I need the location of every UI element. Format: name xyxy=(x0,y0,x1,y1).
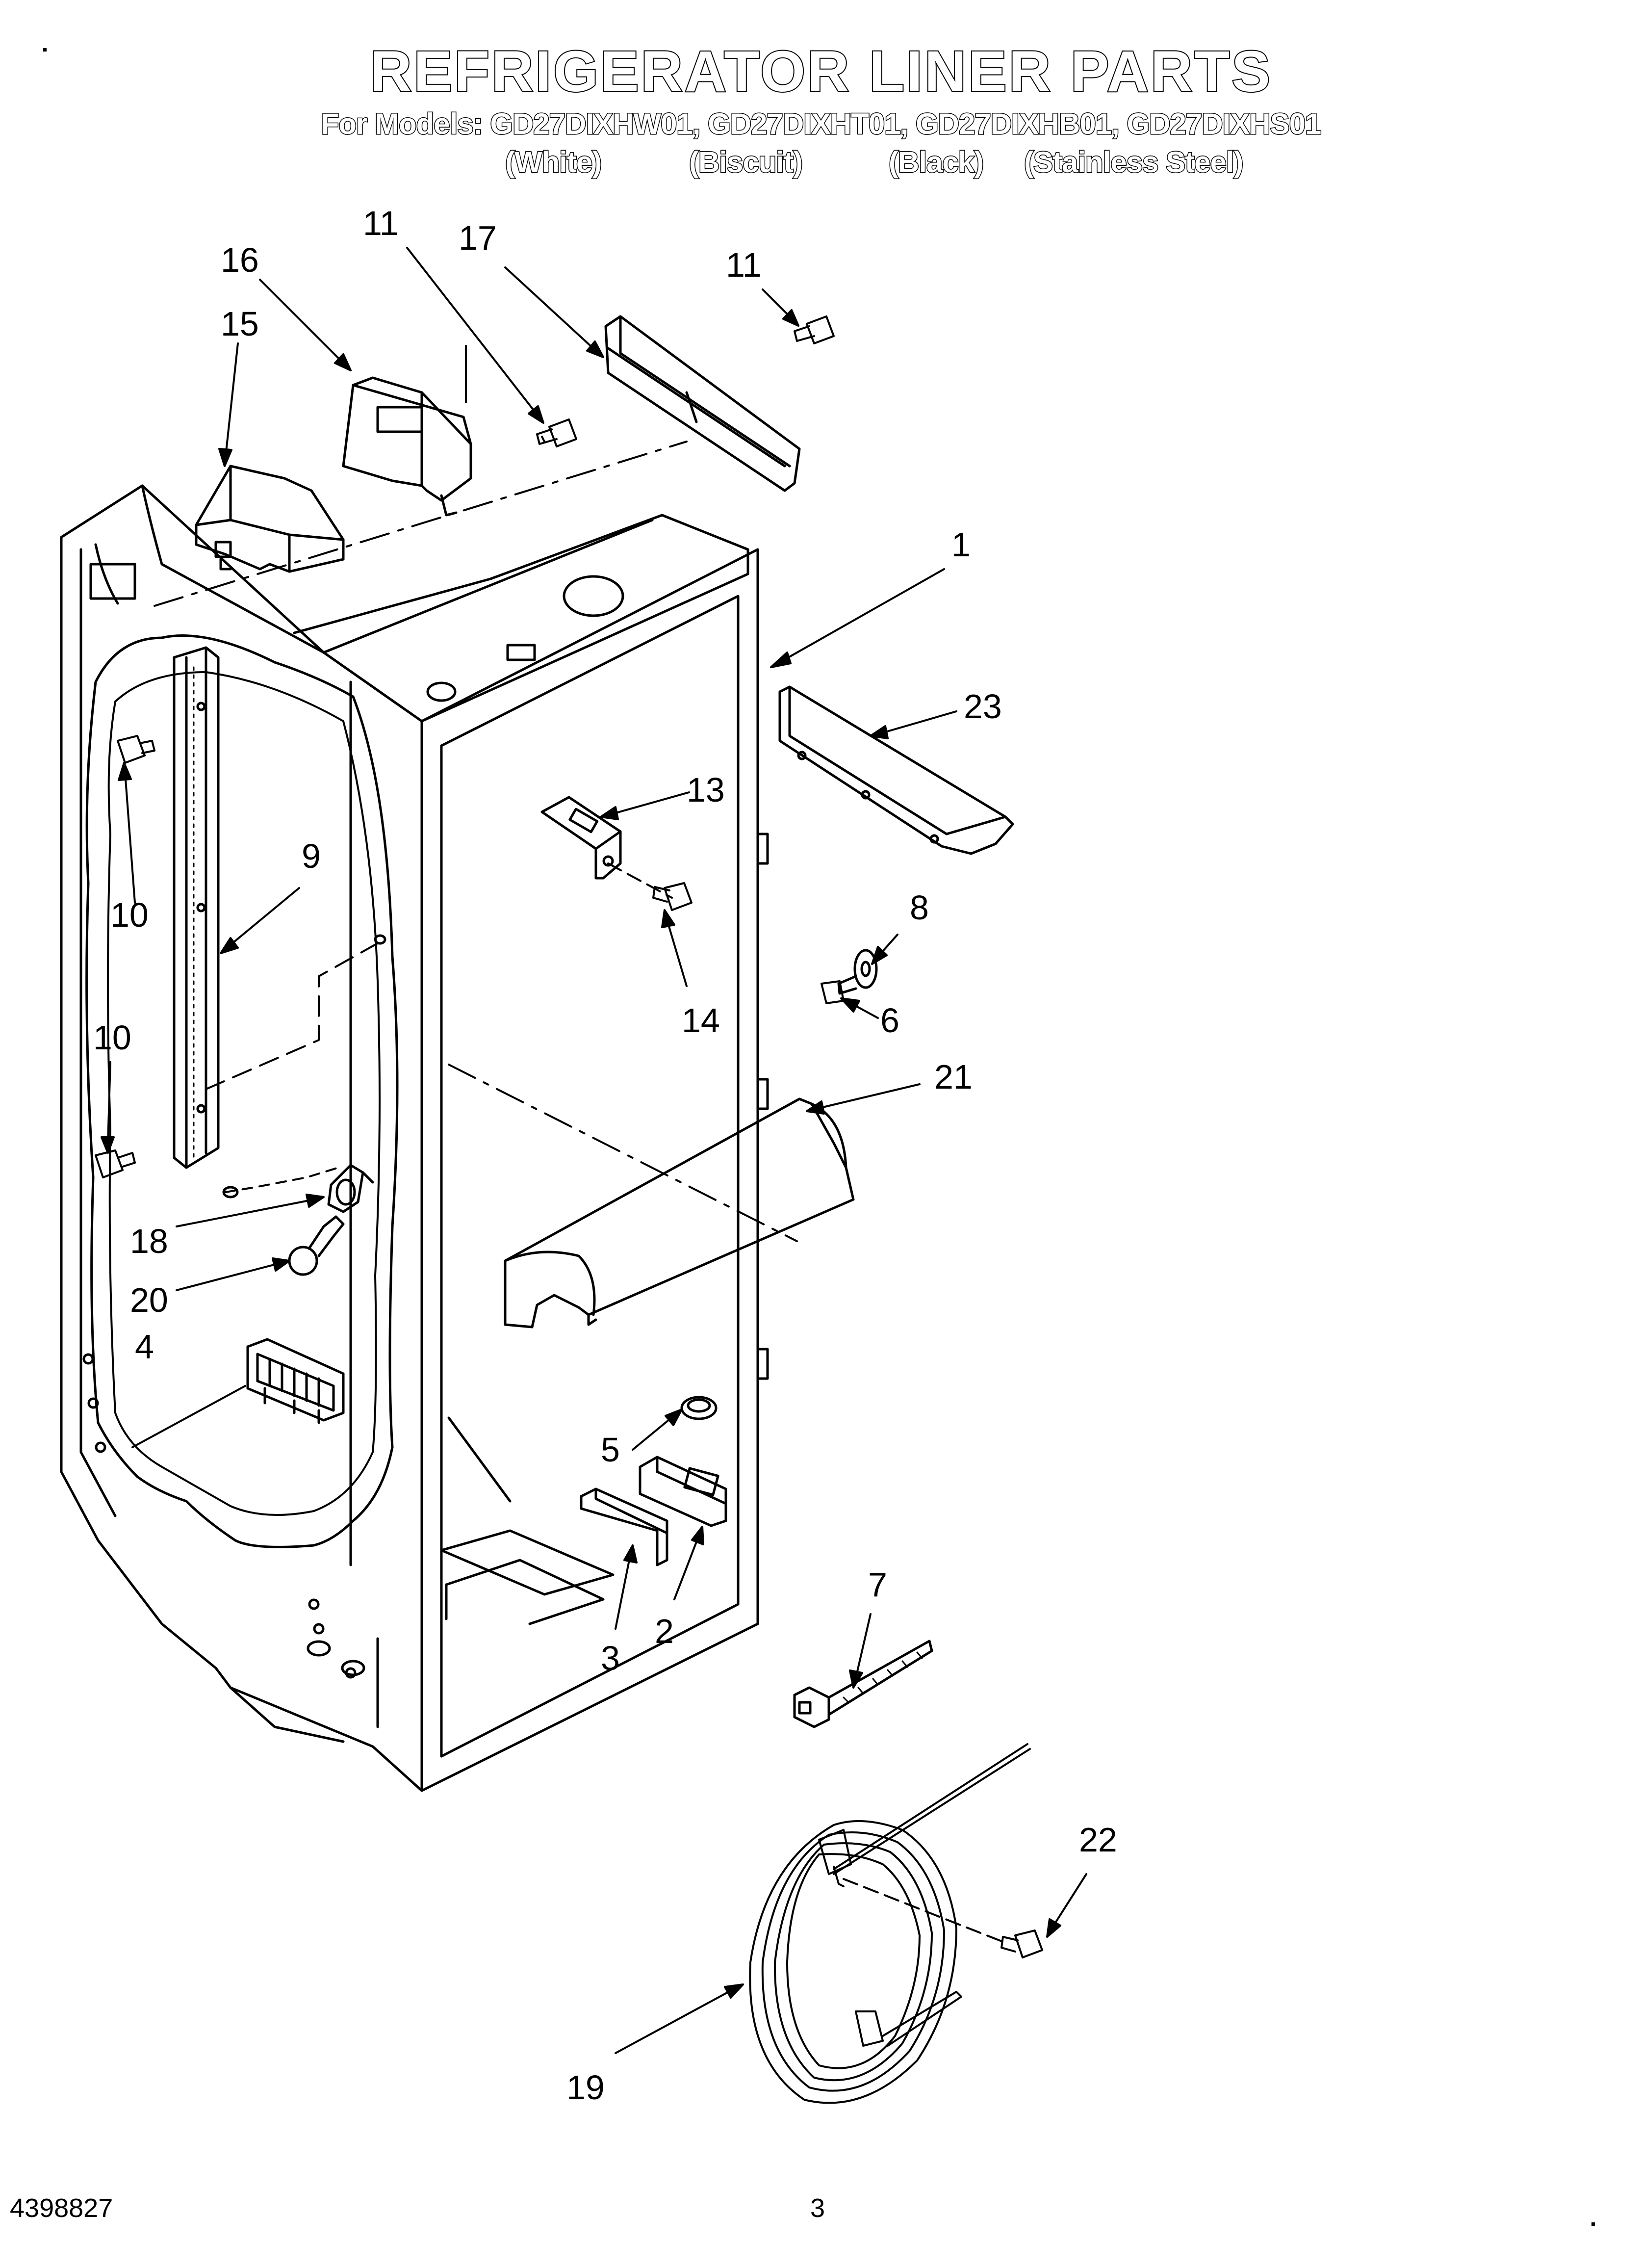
screw-22 xyxy=(1001,1929,1043,1958)
callout-17: 17 xyxy=(459,219,497,257)
vertical-rail xyxy=(173,646,220,1169)
callout-23: 23 xyxy=(964,687,1002,726)
callout-6: 6 xyxy=(880,1001,899,1040)
wall-opening xyxy=(89,563,136,600)
callout-2: 2 xyxy=(655,1612,674,1650)
screw-10-bottom xyxy=(95,1149,136,1178)
callout-5: 5 xyxy=(601,1431,620,1469)
callout-15: 15 xyxy=(221,305,259,343)
callout-11-right: 11 xyxy=(726,246,762,284)
scan-mark xyxy=(1591,2222,1595,2226)
callout-9: 9 xyxy=(302,837,321,875)
wire-harness-19 xyxy=(749,1743,1031,2104)
plug-5 xyxy=(680,1396,718,1420)
screw-11-right xyxy=(794,315,835,344)
callout-10-top: 10 xyxy=(110,896,149,934)
control-housing xyxy=(195,465,345,573)
screw-10-top xyxy=(117,735,155,764)
top-channel xyxy=(604,315,801,492)
leader-lines xyxy=(101,247,1087,2054)
liner-cabinet xyxy=(60,484,769,1792)
callout-22: 22 xyxy=(1079,1821,1117,1859)
callout-3: 3 xyxy=(601,1639,620,1677)
light-bulb-20 xyxy=(288,1215,345,1276)
document-number: 4398827 xyxy=(10,2193,113,2223)
scan-mark xyxy=(43,48,47,52)
callout-16: 16 xyxy=(221,241,259,279)
callout-4: 4 xyxy=(135,1328,154,1366)
callout-14: 14 xyxy=(682,1001,720,1040)
bracket-3 xyxy=(580,1487,668,1566)
callout-11-left: 11 xyxy=(363,204,399,242)
bumper-8 xyxy=(837,949,878,995)
cover-tube-21 xyxy=(504,1097,855,1329)
bracket-13 xyxy=(540,796,622,880)
callout-20: 20 xyxy=(130,1281,168,1319)
finish-black: (Black) xyxy=(888,145,984,180)
channel-cover-23 xyxy=(778,685,1014,855)
callout-8: 8 xyxy=(910,888,929,927)
screw-14 xyxy=(652,882,693,911)
callout-19: 19 xyxy=(566,2068,605,2107)
page-title: REFRIGERATOR LINER PARTS xyxy=(369,38,1272,105)
callout-1: 1 xyxy=(951,525,971,564)
models-line: For Models: GD27DIXHW01, GD27DIXHT01, GD… xyxy=(320,107,1322,141)
callout-13: 13 xyxy=(687,771,725,809)
finish-white: (White) xyxy=(504,145,602,180)
finish-stainless-steel: (Stainless Steel) xyxy=(1024,145,1245,180)
cable-tie-7 xyxy=(793,1640,933,1728)
callout-10-bottom: 10 xyxy=(93,1018,131,1057)
light-socket-18 xyxy=(327,1164,374,1213)
page-number: 3 xyxy=(810,2193,825,2223)
liner-cutaway xyxy=(85,634,399,1548)
callout-18: 18 xyxy=(130,1222,168,1260)
bracket-2 xyxy=(639,1456,727,1527)
finish-biscuit: (Biscuit) xyxy=(689,145,804,180)
vent-grille-4 xyxy=(246,1338,345,1424)
screw-11-left xyxy=(536,418,577,447)
callout-21: 21 xyxy=(934,1058,973,1096)
callout-7: 7 xyxy=(868,1565,887,1604)
housing-cover xyxy=(342,376,472,517)
